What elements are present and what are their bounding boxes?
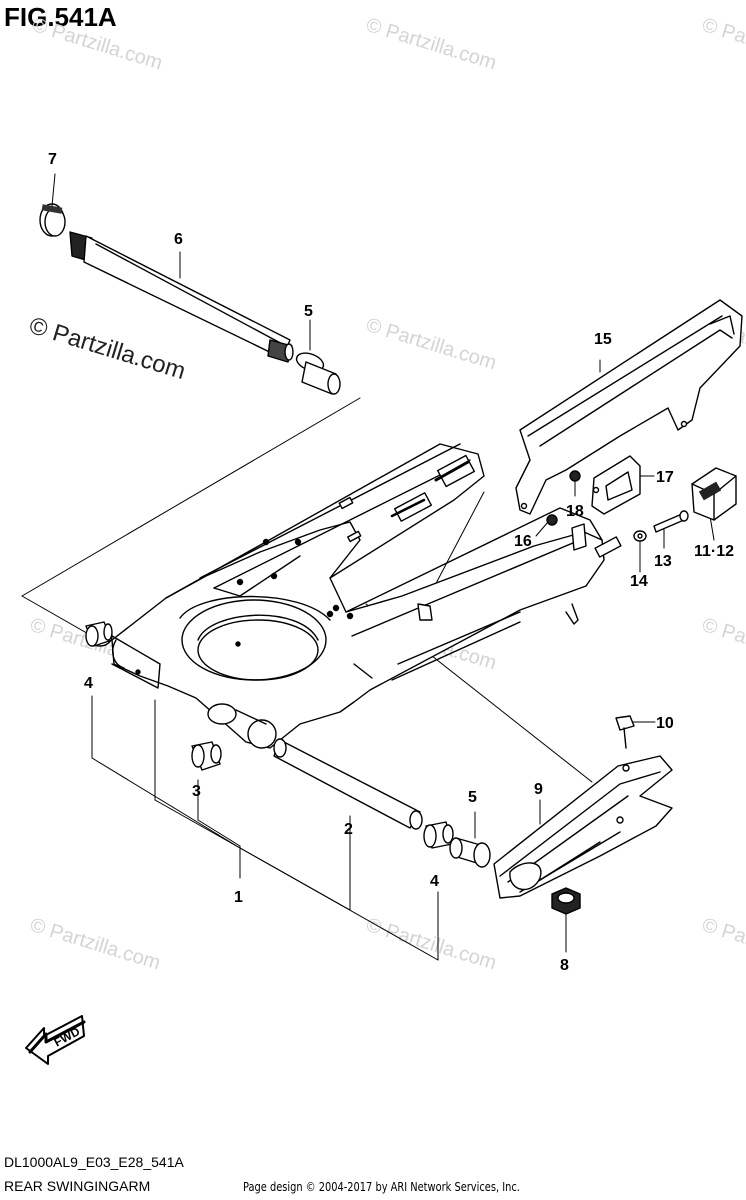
part-7-locknut (39, 203, 66, 237)
part-10-bolt (615, 715, 635, 749)
part-5-collar-lower (449, 837, 491, 868)
callout-5-upper: 5 (304, 303, 313, 320)
part-6-pivot-shaft (69, 231, 294, 363)
callout-1: 1 (234, 889, 243, 906)
part-18-bolt (569, 470, 581, 482)
part-3-bearing (191, 741, 222, 771)
part-14-washer (633, 530, 647, 542)
callout-7: 7 (48, 151, 57, 168)
part-4-bearing-right (423, 821, 454, 849)
bracket (571, 523, 587, 551)
callout-16: 16 (514, 533, 532, 550)
fwd-arrow-icon: FWD (25, 1015, 86, 1065)
part-13-bolt (653, 510, 689, 533)
callout-15: 15 (594, 331, 612, 348)
part-16-bolt (546, 514, 558, 526)
callout-10: 10 (656, 715, 674, 732)
callout-8: 8 (560, 957, 569, 974)
part-15-chain-case (515, 299, 743, 515)
callout-3: 3 (192, 783, 201, 800)
part-9-chain-buffer (493, 755, 673, 899)
callout-6: 6 (174, 231, 183, 248)
figure-title: FIG.541A (4, 2, 117, 32)
callout-18: 18 (566, 503, 584, 520)
diagram-code: DL1000AL9_E03_E28_541A (4, 1154, 184, 1170)
part-2-spacer (273, 738, 423, 830)
callout-2: 2 (344, 821, 353, 838)
callout-9: 9 (534, 781, 543, 798)
callout-14: 14 (630, 573, 648, 590)
callout-5-lower: 5 (468, 789, 477, 806)
page-credit: Page design © 2004-2017 by ARI Network S… (243, 1180, 520, 1194)
callout-11-12: 11·12 (694, 543, 734, 560)
callout-13: 13 (654, 553, 672, 570)
part-4-bearing-left (85, 621, 113, 647)
callout-4-left: 4 (84, 675, 93, 692)
callout-labels: 7 6 5 15 17 18 16 13 11·12 14 4 10 3 9 5… (48, 151, 734, 974)
part-11-12-block (691, 467, 737, 521)
part-8-nut (551, 887, 581, 915)
callout-17: 17 (656, 469, 674, 486)
callout-4-right: 4 (430, 873, 439, 890)
part-5-collar-upper (295, 352, 341, 395)
part-17-plate (591, 455, 641, 515)
diagram-name: REAR SWINGINGARM (4, 1178, 151, 1194)
